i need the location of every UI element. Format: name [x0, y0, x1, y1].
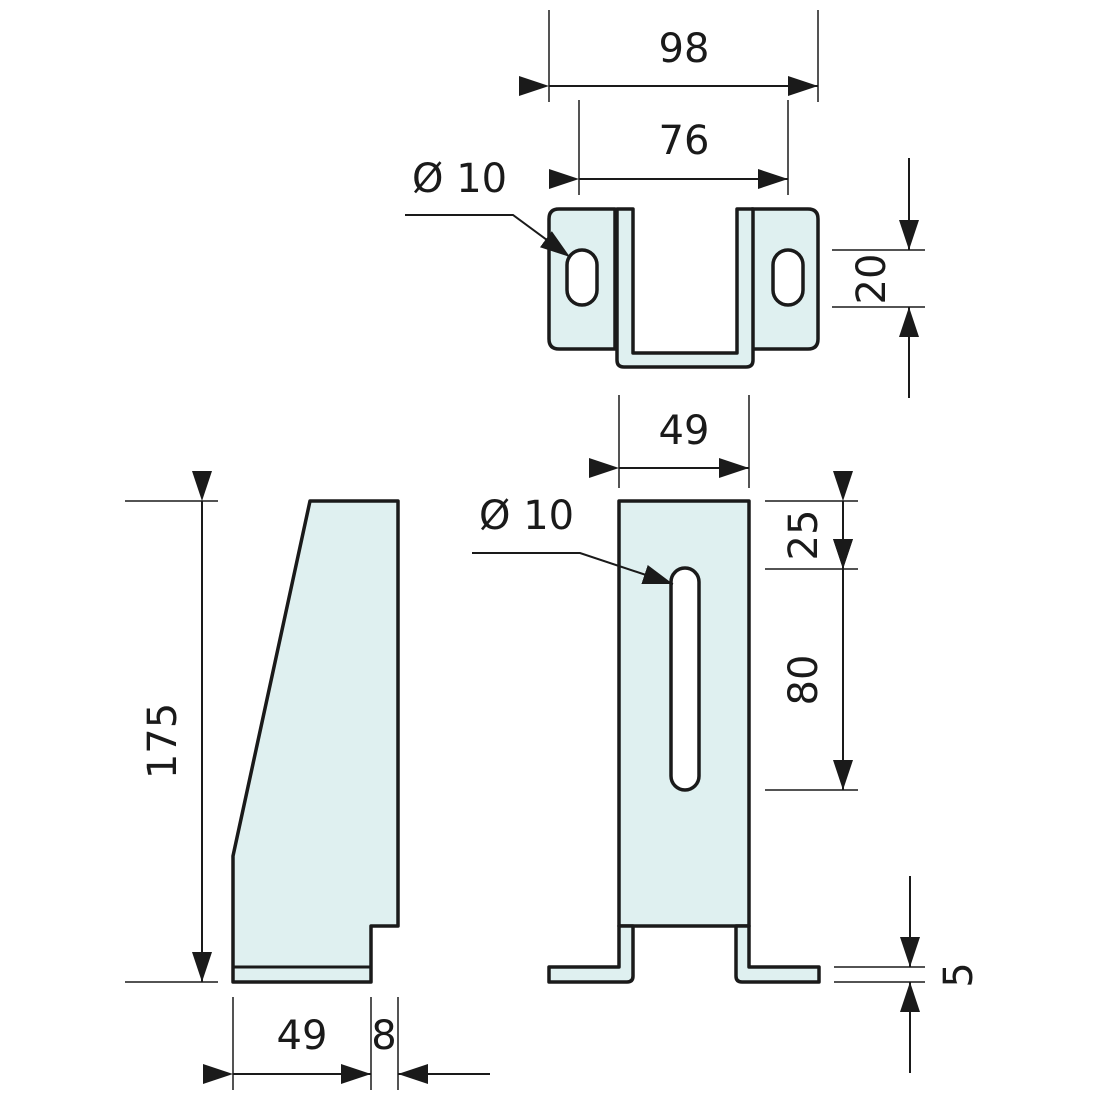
front-view-left-foot	[547, 924, 635, 984]
dim-label-side-base-width: 49	[277, 1013, 328, 1059]
dim-label-side-step: 8	[371, 1013, 396, 1059]
front-view-slot	[669, 566, 701, 792]
top-view: 98 76 Ø 10 20	[405, 10, 925, 398]
top-view-u-channel	[615, 207, 755, 369]
top-view-right-slot	[771, 248, 805, 307]
top-hole-leader	[405, 214, 571, 258]
dim-label-front-width: 49	[659, 408, 710, 454]
dim-label-foot-thickness: 5	[936, 962, 982, 987]
side-view: 175 49 8	[125, 471, 490, 1090]
front-hole-leader	[472, 552, 674, 585]
front-view-right-foot	[734, 924, 821, 984]
dim-label-top-width-outer: 98	[659, 26, 710, 72]
side-view-profile	[231, 499, 400, 984]
dim-label-top-height: 20	[849, 254, 895, 305]
dim-label-top-hole: Ø 10	[412, 156, 507, 202]
dim-label-front-hole: Ø 10	[479, 493, 574, 539]
dim-label-top-width-inner: 76	[659, 118, 710, 164]
dim-label-front-slot-length: 80	[781, 655, 827, 706]
front-view: 49 Ø 10 25 80 5	[472, 395, 982, 1073]
dim-label-side-height: 175	[140, 703, 186, 779]
dim-label-front-top-offset: 25	[781, 510, 827, 561]
top-view-left-slot	[565, 248, 599, 307]
